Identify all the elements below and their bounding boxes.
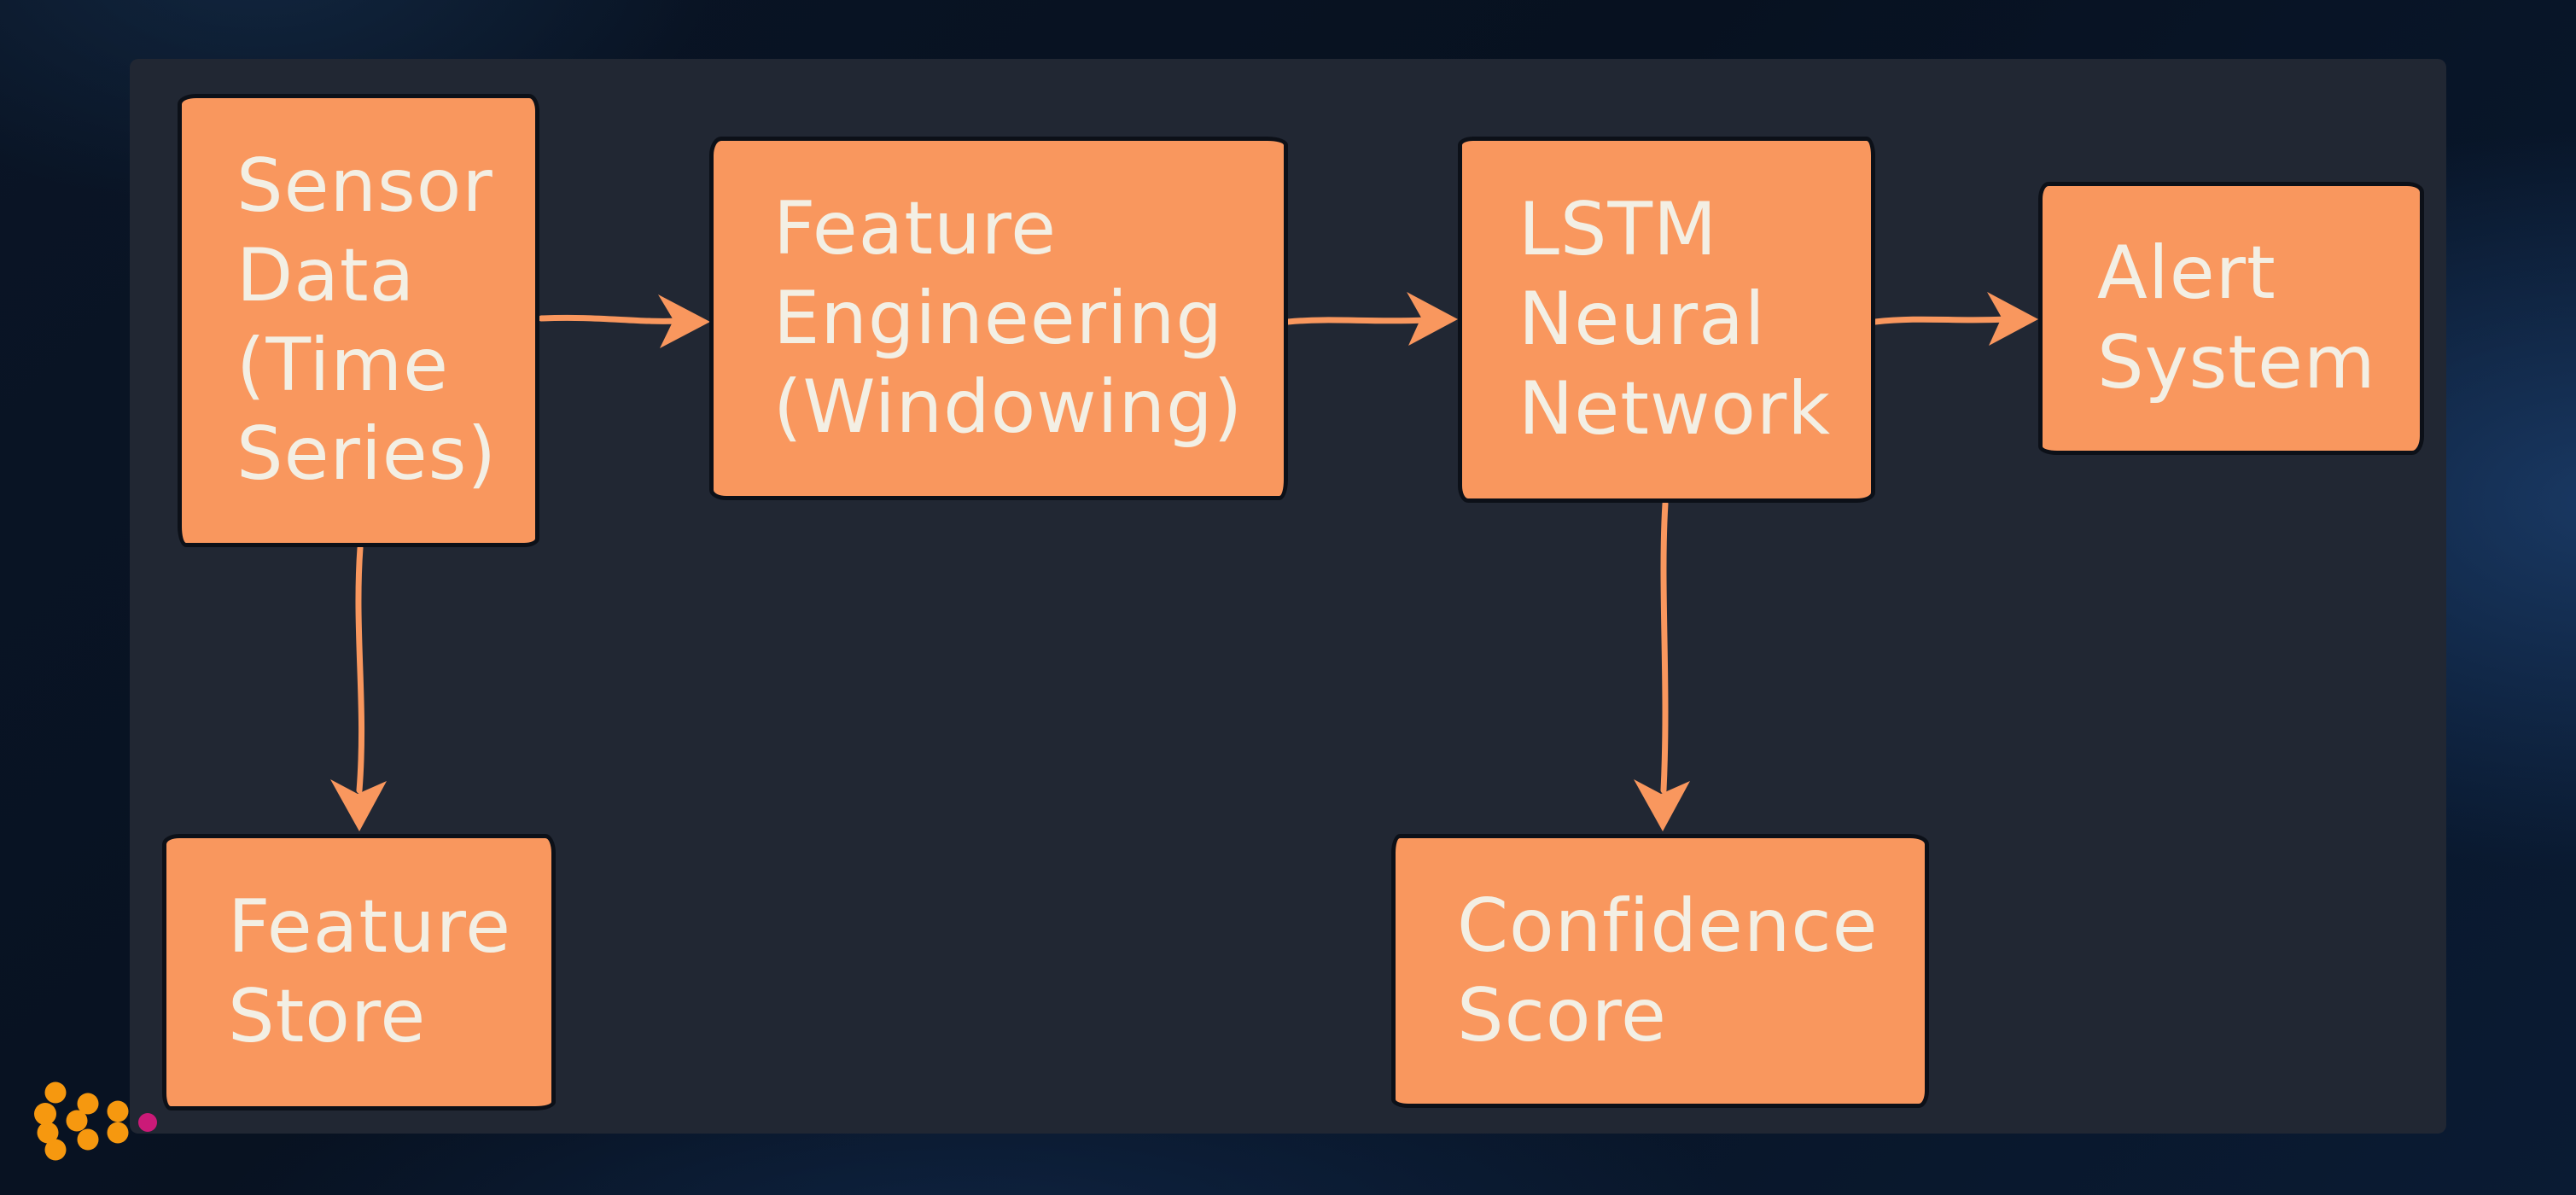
node-label: Alert System bbox=[2097, 230, 2376, 405]
node-feature-store[interactable]: Feature Store bbox=[162, 834, 556, 1110]
node-feature-engineering[interactable]: Feature Engineering (Windowing) bbox=[709, 137, 1288, 500]
node-label: Feature Engineering (Windowing) bbox=[773, 185, 1244, 451]
node-label: Sensor Data (Time Series) bbox=[236, 143, 498, 498]
node-alert-system[interactable]: Alert System bbox=[2038, 182, 2424, 455]
logo bbox=[34, 1081, 157, 1161]
node-sensor-data[interactable]: Sensor Data (Time Series) bbox=[178, 94, 539, 547]
logo-accent-dot bbox=[138, 1113, 157, 1132]
node-lstm-neural-network[interactable]: LSTM Neural Network bbox=[1458, 137, 1875, 503]
node-label: LSTM Neural Network bbox=[1518, 187, 1832, 452]
node-label: Feature Store bbox=[228, 884, 511, 1059]
node-label: Confidence Score bbox=[1457, 883, 1879, 1058]
node-confidence-score[interactable]: Confidence Score bbox=[1391, 834, 1929, 1108]
logo-dots-icon bbox=[34, 1081, 129, 1161]
